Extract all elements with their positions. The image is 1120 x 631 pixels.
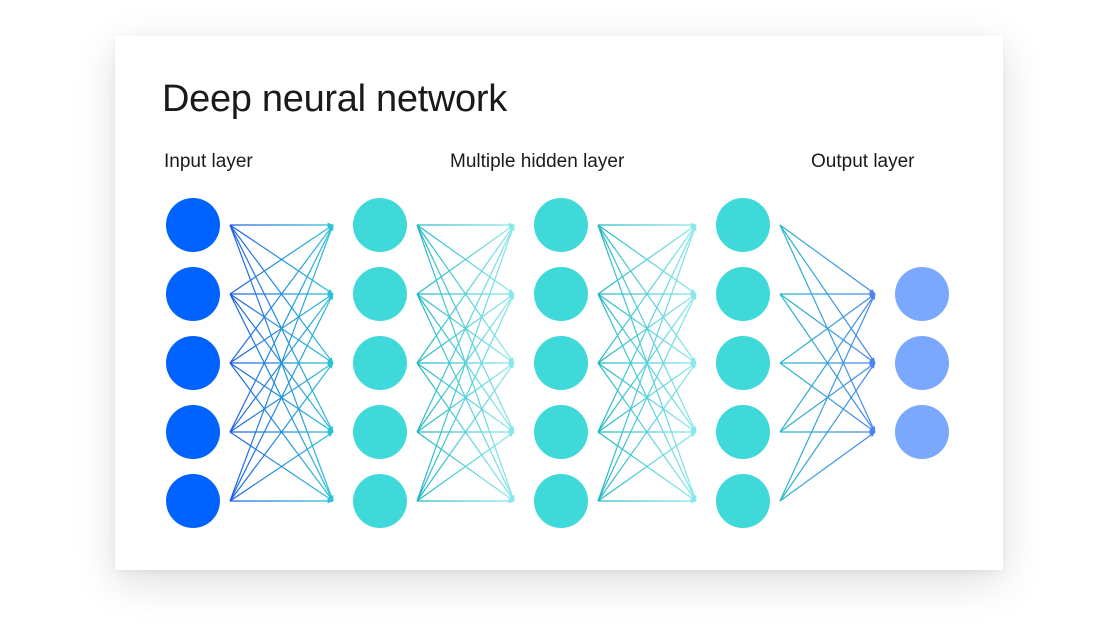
connection-edge — [416, 362, 515, 502]
nodes-group — [166, 198, 949, 528]
connection-edge — [229, 362, 334, 502]
hidden-node — [534, 405, 588, 459]
connection-edge — [597, 224, 697, 364]
connection-edge — [416, 293, 515, 502]
connection-edge — [229, 293, 334, 502]
hidden-node — [534, 474, 588, 528]
connection-edge — [416, 431, 515, 502]
connection-edge — [597, 224, 697, 433]
hidden-layer-label: Multiple hidden layer — [450, 151, 625, 172]
connection-edge — [597, 224, 697, 295]
connection-edge — [779, 293, 876, 364]
diagram-title: Deep neural network — [162, 78, 507, 120]
connection-edge — [416, 224, 515, 433]
hidden-node — [716, 405, 770, 459]
connection-edge — [597, 431, 697, 502]
input-node — [166, 336, 220, 390]
input-node — [166, 267, 220, 321]
hidden-node — [353, 474, 407, 528]
connection-edge — [229, 431, 334, 502]
connection-edge — [779, 224, 876, 295]
connection-edge — [597, 362, 697, 502]
hidden-node — [353, 405, 407, 459]
connection-edge — [416, 224, 515, 364]
hidden-node — [353, 336, 407, 390]
input-layer-label: Input layer — [164, 151, 253, 172]
output-node — [895, 267, 949, 321]
connection-edge — [779, 293, 876, 433]
connection-edge — [779, 293, 876, 502]
input-node — [166, 405, 220, 459]
output-layer-label: Output layer — [811, 151, 915, 172]
input-node — [166, 198, 220, 252]
connection-edge — [229, 224, 334, 364]
connection-edge — [597, 224, 697, 502]
hidden-node — [716, 336, 770, 390]
connection-edge — [229, 224, 334, 502]
connection-edge — [597, 293, 697, 502]
hidden-node — [534, 267, 588, 321]
connections-group — [229, 222, 876, 504]
connection-edge — [416, 224, 515, 295]
output-node — [895, 336, 949, 390]
hidden-node — [534, 336, 588, 390]
connection-edge — [779, 431, 876, 502]
hidden-node — [716, 267, 770, 321]
hidden-node — [716, 198, 770, 252]
output-node — [895, 405, 949, 459]
connection-edge — [779, 362, 876, 502]
connection-edge — [416, 224, 515, 502]
hidden-node — [353, 198, 407, 252]
hidden-node — [353, 267, 407, 321]
connection-edge — [229, 224, 334, 295]
connection-edge — [229, 224, 334, 433]
hidden-node — [534, 198, 588, 252]
input-node — [166, 474, 220, 528]
hidden-node — [716, 474, 770, 528]
